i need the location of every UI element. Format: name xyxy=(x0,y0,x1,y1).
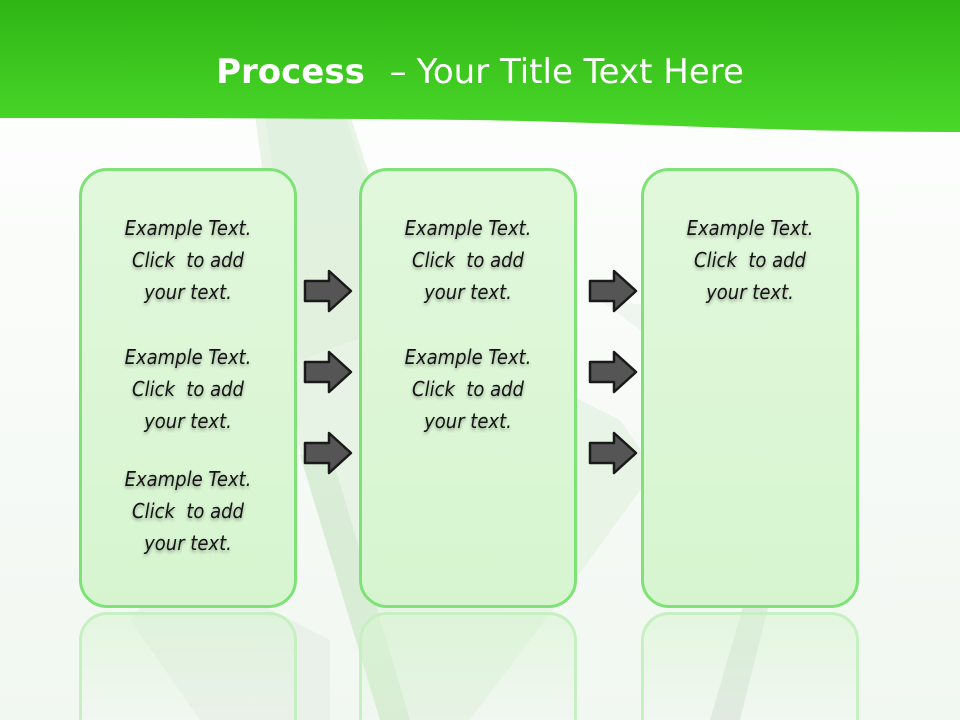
right-arrow-icon[interactable] xyxy=(303,431,353,475)
title-bold-text: Process xyxy=(216,52,365,92)
panel-reflection-1 xyxy=(79,612,297,720)
text-line: Click to add xyxy=(412,248,524,272)
text-line: Example Text. xyxy=(124,216,252,240)
right-arrow-icon[interactable] xyxy=(588,431,638,475)
text-placeholder[interactable]: Example Text. Click to add your text. xyxy=(362,212,574,308)
text-placeholder[interactable]: Example Text. Click to add your text. xyxy=(362,341,574,437)
right-arrow-icon[interactable] xyxy=(588,350,638,394)
text-line: Click to add xyxy=(132,377,244,401)
text-placeholder[interactable]: Example Text. Click to add your text. xyxy=(82,212,294,308)
text-line: your text. xyxy=(144,409,232,433)
text-placeholder[interactable]: Example Text. Click to add your text. xyxy=(644,212,856,308)
right-arrow-icon[interactable] xyxy=(588,269,638,313)
text-placeholder[interactable]: Example Text. Click to add your text. xyxy=(82,341,294,437)
text-line: Example Text. xyxy=(404,216,532,240)
text-placeholder[interactable]: Example Text. Click to add your text. xyxy=(82,463,294,559)
text-line: Click to add xyxy=(132,499,244,523)
text-line: your text. xyxy=(424,409,512,433)
text-line: Click to add xyxy=(694,248,806,272)
process-step-3-box[interactable]: Example Text. Click to add your text. xyxy=(641,168,859,608)
text-line: Click to add xyxy=(132,248,244,272)
text-line: your text. xyxy=(424,280,512,304)
text-line: Click to add xyxy=(412,377,524,401)
right-arrow-icon[interactable] xyxy=(303,350,353,394)
text-line: Example Text. xyxy=(124,467,252,491)
text-line: Example Text. xyxy=(124,345,252,369)
panel-reflection-2 xyxy=(359,612,577,720)
title-text: Your Title Text Here xyxy=(416,52,744,92)
process-step-2-box[interactable]: Example Text. Click to add your text. Ex… xyxy=(359,168,577,608)
slide-title[interactable]: Process –Your Title Text Here xyxy=(0,52,960,102)
text-line: Example Text. xyxy=(686,216,814,240)
text-line: Example Text. xyxy=(404,345,532,369)
right-arrow-icon[interactable] xyxy=(303,269,353,313)
title-separator: – xyxy=(389,52,407,92)
header-band xyxy=(0,0,960,132)
text-line: your text. xyxy=(144,531,232,555)
text-line: your text. xyxy=(144,280,232,304)
text-line: your text. xyxy=(706,280,794,304)
process-step-1-box[interactable]: Example Text. Click to add your text. Ex… xyxy=(79,168,297,608)
panel-reflection-3 xyxy=(641,612,859,720)
